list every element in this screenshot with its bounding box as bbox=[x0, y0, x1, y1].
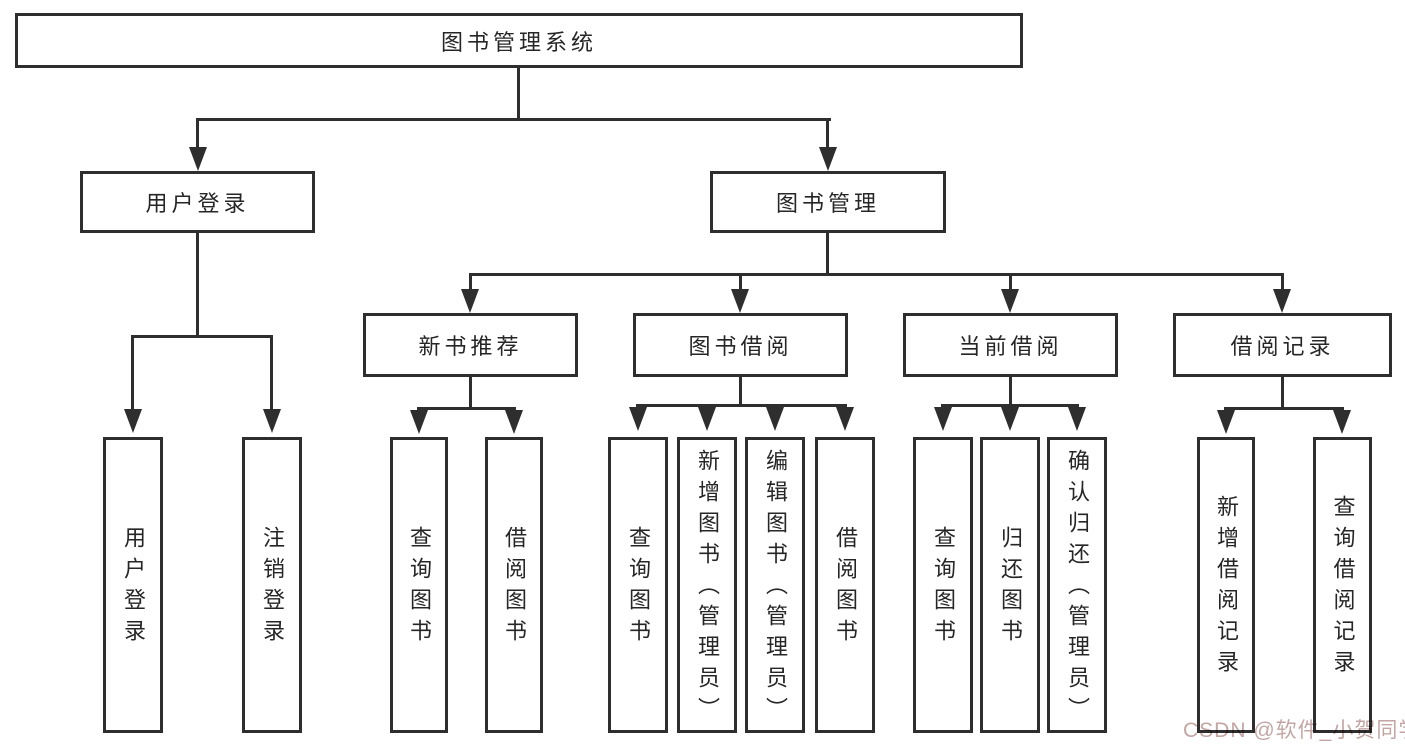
connector-vline bbox=[739, 377, 742, 407]
connector-arrowhead bbox=[698, 407, 716, 431]
connector-vline bbox=[196, 118, 199, 150]
connector-vline bbox=[270, 335, 273, 415]
connector-vline bbox=[1009, 377, 1012, 407]
connector-arrowhead bbox=[410, 410, 428, 434]
connector-vline bbox=[469, 273, 472, 293]
connector-hline bbox=[417, 407, 516, 410]
connector-vline bbox=[1281, 377, 1284, 410]
connector-vline bbox=[469, 377, 472, 410]
connector-vline bbox=[131, 335, 134, 415]
connector-arrowhead bbox=[461, 289, 479, 313]
connector-arrowhead bbox=[1001, 407, 1019, 431]
leaf-confirm-return-admin: 确认归还（管理员） bbox=[1047, 437, 1107, 733]
node-book-management: 图书管理 bbox=[710, 171, 946, 233]
connector-arrowhead bbox=[263, 409, 281, 433]
connector-hline bbox=[636, 404, 847, 407]
leaf-add-books-admin: 新增图书（管理员） bbox=[677, 437, 737, 733]
node-current-borrowing: 当前借阅 bbox=[903, 313, 1118, 377]
node-new-book-recommendation: 新书推荐 bbox=[363, 313, 578, 377]
leaf-edit-books-admin: 编辑图书（管理员） bbox=[745, 437, 805, 733]
leaf-return-books: 归还图书 bbox=[980, 437, 1040, 733]
leaf-add-borrow-record: 新增借阅记录 bbox=[1197, 437, 1255, 733]
leaf-query-books-recommend: 查询图书 bbox=[390, 437, 448, 733]
connector-hline bbox=[196, 118, 831, 121]
connector-arrowhead bbox=[189, 147, 207, 171]
connector-arrowhead bbox=[1001, 289, 1019, 313]
connector-hline bbox=[131, 335, 273, 338]
connector-arrowhead bbox=[819, 147, 837, 171]
connector-vline bbox=[826, 118, 829, 150]
connector-vline bbox=[517, 68, 520, 121]
connector-arrowhead bbox=[766, 407, 784, 431]
connector-arrowhead bbox=[934, 407, 952, 431]
leaf-user-login: 用户登录 bbox=[103, 437, 163, 733]
leaf-logout: 注销登录 bbox=[242, 437, 302, 733]
node-book-borrowing: 图书借阅 bbox=[633, 313, 848, 377]
connector-arrowhead bbox=[731, 289, 749, 313]
connector-arrowhead bbox=[1217, 410, 1235, 434]
node-borrowing-records: 借阅记录 bbox=[1173, 313, 1392, 377]
connector-arrowhead bbox=[1333, 410, 1351, 434]
connector-vline bbox=[196, 233, 199, 338]
leaf-query-books-current: 查询图书 bbox=[913, 437, 973, 733]
csdn-watermark: CSDN @软件_小贺同学 bbox=[1183, 719, 1405, 742]
connector-arrowhead bbox=[629, 407, 647, 431]
connector-arrowhead bbox=[124, 409, 142, 433]
leaf-query-books-borrowing: 查询图书 bbox=[608, 437, 668, 733]
connector-vline bbox=[1281, 273, 1284, 293]
connector-hline bbox=[1224, 407, 1344, 410]
connector-arrowhead bbox=[1273, 289, 1291, 313]
connector-vline bbox=[826, 233, 829, 276]
leaf-query-borrow-record: 查询借阅记录 bbox=[1313, 437, 1372, 733]
node-library-management-system: 图书管理系统 bbox=[15, 13, 1023, 68]
connector-vline bbox=[739, 273, 742, 293]
connector-arrowhead bbox=[505, 410, 523, 434]
connector-arrowhead bbox=[1068, 407, 1086, 431]
connector-arrowhead bbox=[836, 407, 854, 431]
connector-hline bbox=[469, 273, 1284, 276]
leaf-borrow-books-recommend: 借阅图书 bbox=[485, 437, 543, 733]
node-user-login: 用户登录 bbox=[80, 171, 315, 233]
leaf-borrow-books-borrowing: 借阅图书 bbox=[815, 437, 875, 733]
connector-vline bbox=[1009, 273, 1012, 293]
connector-hline bbox=[941, 404, 1079, 407]
